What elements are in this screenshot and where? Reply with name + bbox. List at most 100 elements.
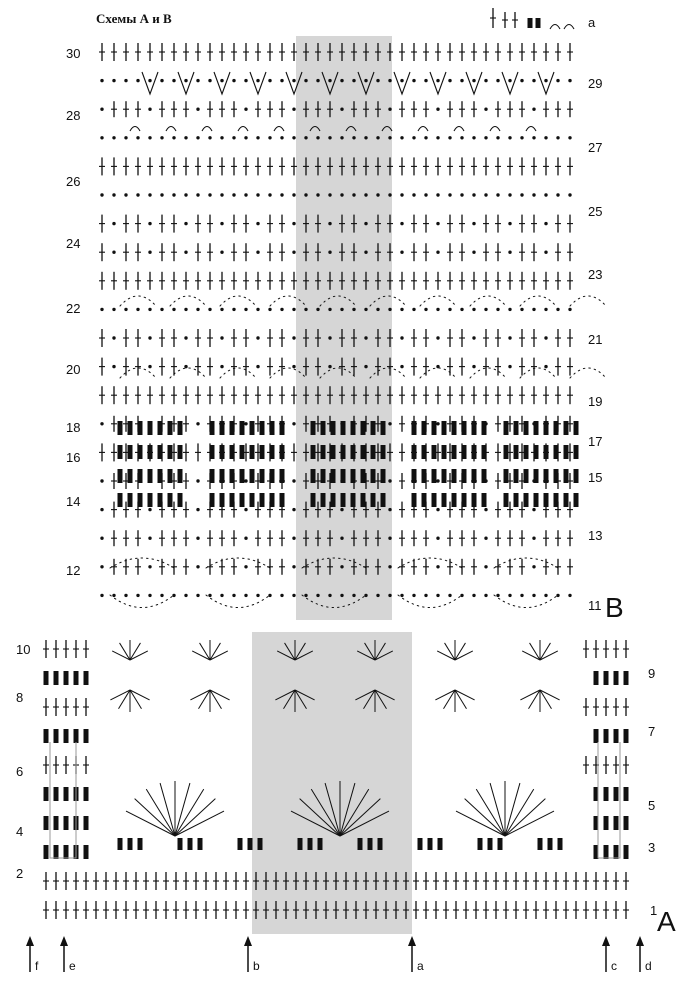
- chain-dot: [304, 307, 308, 312]
- block-stitch: [513, 421, 519, 435]
- block-stitch: [127, 493, 133, 507]
- block-stitch: [340, 421, 346, 435]
- chain-dot: [292, 593, 296, 598]
- chain-dot: [400, 136, 404, 140]
- chain-dot: [436, 507, 440, 512]
- block-stitch: [537, 838, 543, 850]
- chain-dot: [388, 107, 392, 111]
- fan: [364, 642, 376, 661]
- chain-dot: [208, 593, 212, 598]
- chain-dot: [292, 136, 296, 140]
- block-stitch: [553, 469, 559, 483]
- chain-dot: [208, 307, 212, 312]
- chain-dot: [232, 193, 236, 197]
- chain-dot: [400, 336, 404, 340]
- chain-arc: [549, 23, 561, 30]
- block-stitch: [73, 729, 79, 743]
- row-number-left: 4: [16, 824, 23, 839]
- block-stitch: [53, 787, 59, 801]
- fan: [464, 798, 506, 837]
- chain-arc-row: [469, 367, 507, 379]
- chain-dot: [196, 593, 200, 598]
- chain-dot: [544, 364, 548, 369]
- row-number-right: 21: [588, 332, 602, 347]
- fan: [310, 788, 341, 837]
- chain-dot: [436, 565, 440, 569]
- block-stitch: [219, 493, 225, 507]
- block-stitch: [573, 421, 579, 435]
- chain-arc-row: [319, 295, 357, 307]
- chain-dot: [124, 307, 128, 312]
- block-stitch: [147, 493, 153, 507]
- fan: [374, 642, 386, 661]
- chain-dot: [244, 78, 248, 83]
- row-number-right: 3: [648, 840, 655, 855]
- chain-dot: [148, 136, 152, 140]
- block-stitch: [461, 421, 467, 435]
- fan: [374, 689, 395, 701]
- chain-dot: [544, 136, 548, 140]
- block-stitch: [249, 421, 255, 435]
- fan: [129, 650, 149, 661]
- block-stitch: [209, 469, 215, 483]
- block-stitch: [43, 671, 49, 685]
- chain-dot: [544, 78, 548, 83]
- block-stitch: [330, 445, 336, 459]
- block-stitch: [177, 838, 183, 850]
- fan: [284, 642, 296, 661]
- chain-dot: [280, 593, 284, 598]
- chain-arc: [563, 23, 575, 30]
- block-stitch: [370, 493, 376, 507]
- chain-dot: [388, 136, 392, 140]
- fan: [294, 642, 306, 661]
- chain-dot: [148, 107, 152, 111]
- fan: [190, 689, 211, 701]
- block-stitch: [513, 445, 519, 459]
- chain-dot: [352, 307, 356, 312]
- chain-dot: [148, 221, 152, 226]
- block-stitch: [451, 445, 457, 459]
- block-stitch: [533, 493, 539, 507]
- block-stitch: [523, 421, 529, 435]
- fan: [454, 689, 475, 701]
- chain-dot: [460, 307, 464, 312]
- block-stitch: [320, 469, 326, 483]
- row-number-left: 20: [66, 362, 80, 377]
- block-stitch: [83, 729, 89, 743]
- block-stitch: [219, 421, 225, 435]
- block-stitch: [137, 469, 143, 483]
- fan: [276, 650, 296, 661]
- chain-dot: [508, 307, 512, 312]
- chain-dot: [124, 136, 128, 140]
- block-stitch: [259, 469, 265, 483]
- chain-dot: [220, 221, 224, 226]
- fan: [339, 810, 390, 837]
- block-stitch: [53, 845, 59, 859]
- chain-dot: [136, 78, 140, 83]
- chain-dot: [340, 536, 344, 540]
- chain-dot: [304, 193, 308, 197]
- block-stitch: [257, 838, 263, 850]
- block-stitch: [471, 445, 477, 459]
- marker-arrowhead: [602, 936, 610, 946]
- block-stitch: [137, 838, 143, 850]
- chain-dot: [256, 193, 260, 197]
- marker-arrowhead: [408, 936, 416, 946]
- chain-dot: [472, 364, 476, 369]
- fan: [129, 689, 150, 701]
- block-stitch: [421, 445, 427, 459]
- block-stitch: [177, 421, 183, 435]
- block-stitch: [137, 421, 143, 435]
- block-stitch: [350, 421, 356, 435]
- block-stitch: [157, 469, 163, 483]
- chain-dot: [532, 307, 536, 312]
- chain-dot: [220, 250, 224, 254]
- fan: [145, 788, 176, 837]
- chain-arc: [417, 125, 429, 132]
- chain-dot: [292, 336, 296, 340]
- chain-dot: [460, 136, 464, 140]
- block-stitch: [411, 469, 417, 483]
- fan: [299, 798, 341, 837]
- block-stitch: [603, 671, 609, 685]
- chain-dot: [436, 593, 440, 598]
